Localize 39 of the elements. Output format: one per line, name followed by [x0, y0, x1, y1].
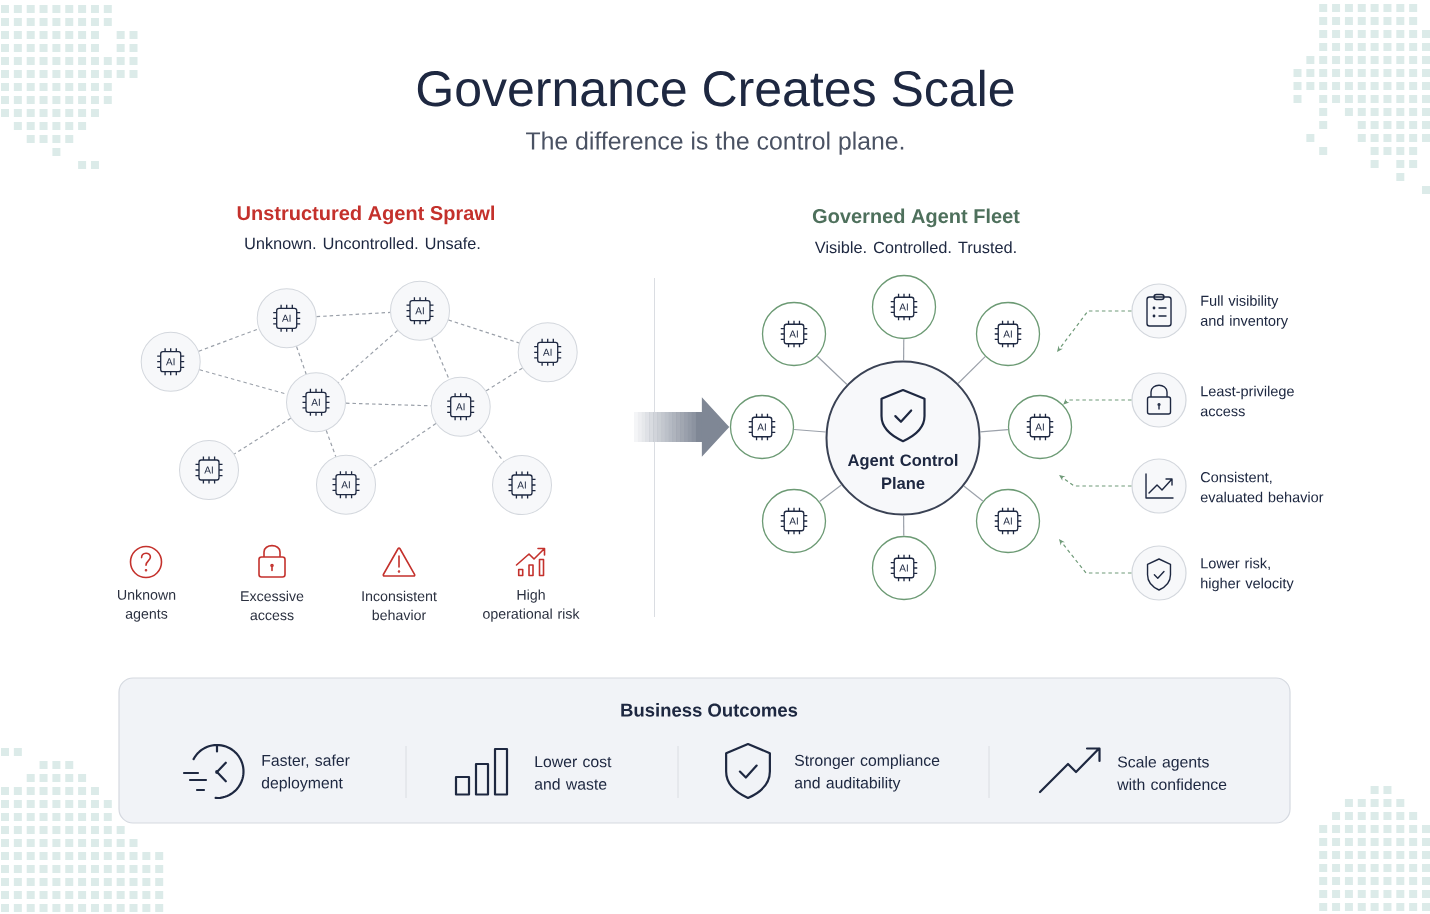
dashed-connector — [296, 346, 307, 375]
spoke-line — [957, 356, 986, 385]
feature-text: Least-privilege access — [1200, 385, 1294, 417]
dashed-connector — [447, 319, 520, 344]
title: Governance Creates Scale — [417, 69, 1014, 107]
dashed-connector — [431, 337, 450, 380]
spoke-line — [903, 514, 905, 537]
outcome-text: Lower cost and waste — [534, 756, 612, 790]
risk-label: Inconsistent behavior — [362, 590, 437, 621]
section-heading: Governed Agent Fleet — [812, 208, 1020, 228]
dashed-connector — [233, 417, 292, 455]
leader-line — [1059, 475, 1132, 487]
feature-text: Lower risk, higher velocity — [1201, 557, 1294, 592]
dashed-connector — [325, 429, 337, 458]
spoke-line — [903, 338, 905, 362]
risk-label: High operational risk — [483, 589, 580, 622]
outcome-text: Scale agents with confidence — [1117, 755, 1227, 791]
feature-text: Full visibility and inventory — [1200, 295, 1289, 329]
tagline: Visible. Controlled. Trusted. — [814, 241, 1016, 254]
spoke-line — [819, 484, 842, 503]
subtitle: The difference is the control plane. — [526, 131, 904, 155]
leader-line — [1057, 310, 1132, 352]
spoke-line — [963, 485, 984, 502]
risk-label: Excessive access — [241, 590, 304, 621]
dashed-connector — [345, 402, 432, 407]
feature-text: Consistent, evaluated behavior — [1200, 471, 1324, 503]
outcome-text: Stronger compliance and auditability — [794, 754, 940, 792]
dashed-connector — [370, 422, 437, 469]
dashed-connector — [485, 367, 523, 392]
risk-label: Unknown agents — [118, 589, 176, 622]
spoke-line — [979, 428, 1009, 433]
spoke-line — [793, 428, 827, 433]
spoke-line — [816, 355, 848, 386]
outcome-text: Faster, safer deployment — [261, 754, 350, 792]
dashed-connector — [198, 328, 260, 352]
dashed-connector — [316, 311, 391, 318]
tagline: Unknown. Uncontrolled. Unsafe. — [245, 237, 480, 250]
section-heading: Unstructured Agent Sprawl — [237, 205, 495, 225]
leader-line — [1059, 539, 1132, 574]
